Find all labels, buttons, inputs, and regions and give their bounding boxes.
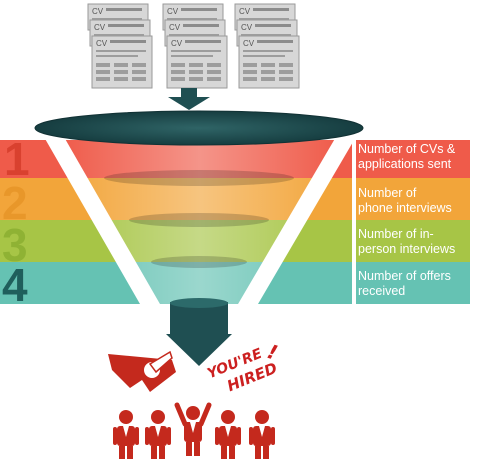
cv-document-icon: CV: [238, 35, 300, 89]
stage-3-number: 3: [2, 219, 28, 271]
stage-3-label-line1: Number of in-: [358, 227, 434, 241]
person-icon: [249, 410, 275, 460]
stage-4-label-line1: Number of offers: [358, 269, 451, 283]
funnel-ring: [129, 213, 269, 227]
cv-stack: CV CV CV: [162, 3, 228, 89]
cv-label: CV: [167, 7, 179, 16]
cv-label: CV: [243, 39, 255, 48]
cv-label: CV: [239, 7, 251, 16]
person-icon: [215, 410, 241, 460]
stage-2-number: 2: [2, 177, 28, 229]
person-icon: [113, 410, 139, 460]
stage-4-number: 4: [2, 259, 28, 311]
cv-label: CV: [96, 39, 108, 48]
cv-label: CV: [169, 23, 181, 32]
stage-3-label: Number of in- person interviews: [358, 227, 455, 257]
funnel-ring: [104, 170, 294, 186]
stage-1-label-line2: applications sent: [358, 157, 452, 171]
funnel-left-edge: [40, 130, 160, 304]
stage-1-label: Number of CVs & applications sent: [358, 142, 455, 172]
funnel-right-edge: [238, 130, 360, 304]
stage-2-label-line2: phone interviews: [358, 201, 452, 215]
cheering-person-icon: [174, 402, 212, 456]
stage-3-label-line2: person interviews: [358, 242, 456, 256]
funnel-rim: [34, 110, 364, 146]
funnel-ring: [151, 256, 247, 268]
down-arrow-icon: [168, 88, 210, 110]
cv-document-icon: CV: [166, 35, 228, 89]
cv-label: CV: [94, 23, 106, 32]
person-icon: [145, 410, 171, 460]
stage-4-label: Number of offers received: [358, 269, 451, 299]
cv-stack: CV CV CV: [234, 3, 300, 89]
cv-document-icon: CV: [91, 35, 153, 89]
cv-label: CV: [171, 39, 183, 48]
cv-stack: CV CV CV: [87, 3, 153, 89]
label-divider: [352, 140, 356, 304]
pointing-hand-icon: [108, 350, 176, 392]
funnel-body: [60, 130, 340, 304]
cv-label: CV: [241, 23, 253, 32]
spout-arrow-icon: [166, 334, 232, 366]
stage-2-label-line1: Number of: [358, 186, 417, 200]
funnel-spout-top: [170, 298, 228, 308]
stage-1-number: 1: [4, 133, 30, 185]
cv-label: CV: [92, 7, 104, 16]
stage-4-label-line2: received: [358, 284, 406, 298]
stage-2-label: Number of phone interviews: [358, 186, 452, 216]
stage-1-label-line1: Number of CVs &: [358, 142, 456, 156]
